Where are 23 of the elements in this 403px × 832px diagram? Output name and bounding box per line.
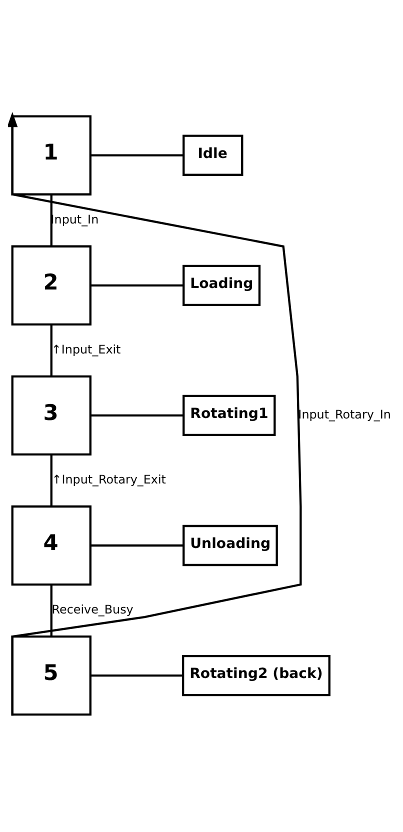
connector [50, 584, 52, 636]
node-box: 2 [11, 245, 92, 326]
node-box: Idle [182, 134, 244, 176]
connector [50, 454, 52, 506]
edge-label: Receive_Busy [52, 602, 134, 617]
edge-label: ↑Input_Exit [51, 342, 121, 356]
connector [90, 544, 184, 547]
edge-label: ↑Input_Rotary_Exit [52, 472, 166, 487]
node-box: 5 [11, 635, 92, 716]
connector [50, 194, 52, 246]
connector [90, 154, 184, 156]
arrow [8, 112, 302, 716]
node-box: Loading [182, 264, 261, 306]
connector [90, 674, 184, 677]
connector [90, 284, 184, 286]
connector [90, 414, 184, 417]
node-box: 3 [11, 375, 92, 456]
node-box: Rotating2 (back) [182, 654, 330, 696]
node-box: 1 [11, 115, 92, 196]
node-box: Rotating1 [182, 394, 276, 436]
node-box: 4 [11, 505, 92, 586]
connector [50, 324, 52, 376]
node-box: Unloading [182, 524, 278, 566]
